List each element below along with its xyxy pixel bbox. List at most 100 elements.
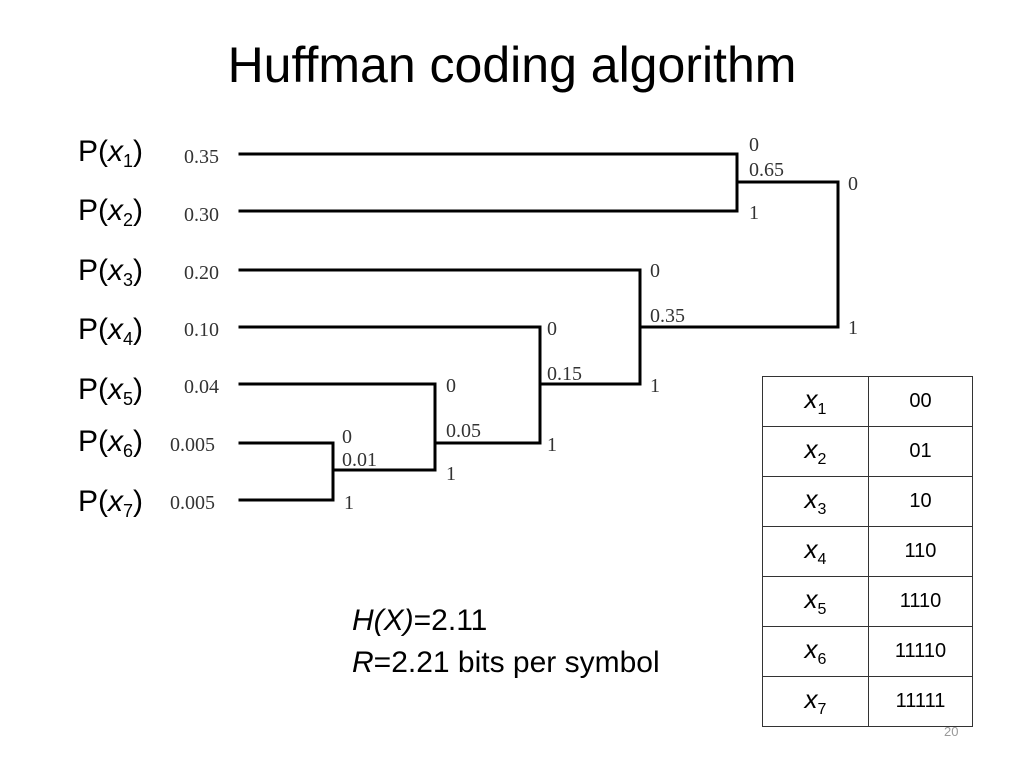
var: x xyxy=(108,194,123,227)
symbol-cell: x4 xyxy=(762,526,869,577)
symbol-cell: x7 xyxy=(762,676,869,727)
rate-label: R xyxy=(352,646,374,679)
var: x xyxy=(804,384,818,414)
prob-value-x7: 0.005 xyxy=(170,492,215,514)
p-prefix: P( xyxy=(78,373,108,406)
p-suffix: ) xyxy=(133,485,144,518)
var: x xyxy=(804,484,818,514)
symbol-cell: x6 xyxy=(762,626,869,677)
prob-label-x1: P(x1) xyxy=(78,134,158,179)
table-row: x5 1110 xyxy=(762,576,973,627)
table-row: x6 11110 xyxy=(762,626,973,677)
prob-value-x2: 0.30 xyxy=(184,204,219,226)
subscript: 1 xyxy=(123,151,134,171)
prob-value-x1: 0.35 xyxy=(184,146,219,168)
merge-value-label: 0.35 xyxy=(650,305,685,327)
subscript: 2 xyxy=(123,210,134,230)
subscript: 6 xyxy=(817,651,827,668)
table-row: x2 01 xyxy=(762,426,973,477)
slide-title: Huffman coding algorithm xyxy=(227,37,797,93)
var: x xyxy=(804,584,818,614)
page-number: 20 xyxy=(944,724,959,739)
var: x xyxy=(108,313,123,346)
prob-label-x2: P(x2) xyxy=(78,193,158,238)
var: x xyxy=(804,534,818,564)
table-row: x7 11111 xyxy=(762,676,973,727)
prob-label-x4: P(x4) xyxy=(78,312,158,357)
bit0-label: 0 xyxy=(446,375,456,397)
codeword-table: x1 00 x2 01 x3 10 x4 110 x5 1110 x6 1111… xyxy=(762,376,973,727)
bit0-label: 0 xyxy=(650,260,660,282)
p-prefix: P( xyxy=(78,254,108,287)
bit1-label: 1 xyxy=(344,492,354,514)
merge-value-label: 0.05 xyxy=(446,420,481,442)
subscript: 3 xyxy=(817,501,827,518)
table-row: x4 110 xyxy=(762,526,973,577)
prob-label-x7: P(x7) xyxy=(78,484,158,529)
code-cell: 110 xyxy=(868,526,973,577)
code-cell: 11111 xyxy=(868,676,973,727)
subscript: 3 xyxy=(123,270,134,290)
subscript: 4 xyxy=(817,551,827,568)
subscript: 4 xyxy=(123,329,134,349)
symbol-cell: x1 xyxy=(762,376,869,427)
bit0-label: 0 xyxy=(547,318,557,340)
symbol-cell: x5 xyxy=(762,576,869,627)
bit0-label: 0 xyxy=(342,426,352,448)
p-suffix: ) xyxy=(133,373,144,406)
bit0-label: 0 xyxy=(848,173,858,195)
var: x xyxy=(804,434,818,464)
prob-value-x6: 0.005 xyxy=(170,434,215,456)
code-cell: 01 xyxy=(868,426,973,477)
var: x xyxy=(108,485,123,518)
subscript: 2 xyxy=(817,451,827,468)
var: x xyxy=(804,684,818,714)
bit1-label: 1 xyxy=(749,202,759,224)
p-suffix: ) xyxy=(133,313,144,346)
symbol-cell: x2 xyxy=(762,426,869,477)
prob-label-x3: P(x3) xyxy=(78,253,158,298)
p-suffix: ) xyxy=(133,425,144,458)
bit1-label: 1 xyxy=(547,434,557,456)
var: x xyxy=(108,373,123,406)
prob-value-x4: 0.10 xyxy=(184,319,219,341)
rate-line: R=2.21 bits per symbol xyxy=(352,642,660,684)
p-prefix: P( xyxy=(78,485,108,518)
p-prefix: P( xyxy=(78,313,108,346)
bit1-label: 1 xyxy=(446,463,456,485)
var: x xyxy=(108,254,123,287)
prob-label-x5: P(x5) xyxy=(78,372,158,417)
p-suffix: ) xyxy=(133,135,144,168)
bit0-label: 0 xyxy=(749,134,759,156)
prob-value-x5: 0.04 xyxy=(184,376,219,398)
entropy-label: H(X) xyxy=(352,604,414,637)
code-cell: 00 xyxy=(868,376,973,427)
p-prefix: P( xyxy=(78,135,108,168)
rate-value: =2.21 bits per symbol xyxy=(373,646,660,679)
prob-value-x3: 0.20 xyxy=(184,262,219,284)
code-cell: 11110 xyxy=(868,626,973,677)
var: x xyxy=(108,425,123,458)
entropy-value: =2.11 xyxy=(413,604,488,637)
table-row: x3 10 xyxy=(762,476,973,527)
subscript: 6 xyxy=(123,441,134,461)
bit1-label: 1 xyxy=(650,375,660,397)
entropy-line: H(X)=2.11 xyxy=(352,600,660,642)
table-row: x1 00 xyxy=(762,376,973,427)
merge-value-label: 0.65 xyxy=(749,159,784,181)
subscript: 5 xyxy=(123,389,134,409)
var: x xyxy=(108,135,123,168)
subscript: 1 xyxy=(817,401,827,418)
code-cell: 10 xyxy=(868,476,973,527)
stats-block: H(X)=2.11 R=2.21 bits per symbol xyxy=(352,600,660,684)
p-suffix: ) xyxy=(133,194,144,227)
prob-label-x6: P(x6) xyxy=(78,424,158,469)
symbol-cell: x3 xyxy=(762,476,869,527)
code-cell: 1110 xyxy=(868,576,973,627)
p-suffix: ) xyxy=(133,254,144,287)
p-prefix: P( xyxy=(78,194,108,227)
bit1-label: 1 xyxy=(848,317,858,339)
merge-value-label: 0.15 xyxy=(547,363,582,385)
subscript: 5 xyxy=(817,601,827,618)
